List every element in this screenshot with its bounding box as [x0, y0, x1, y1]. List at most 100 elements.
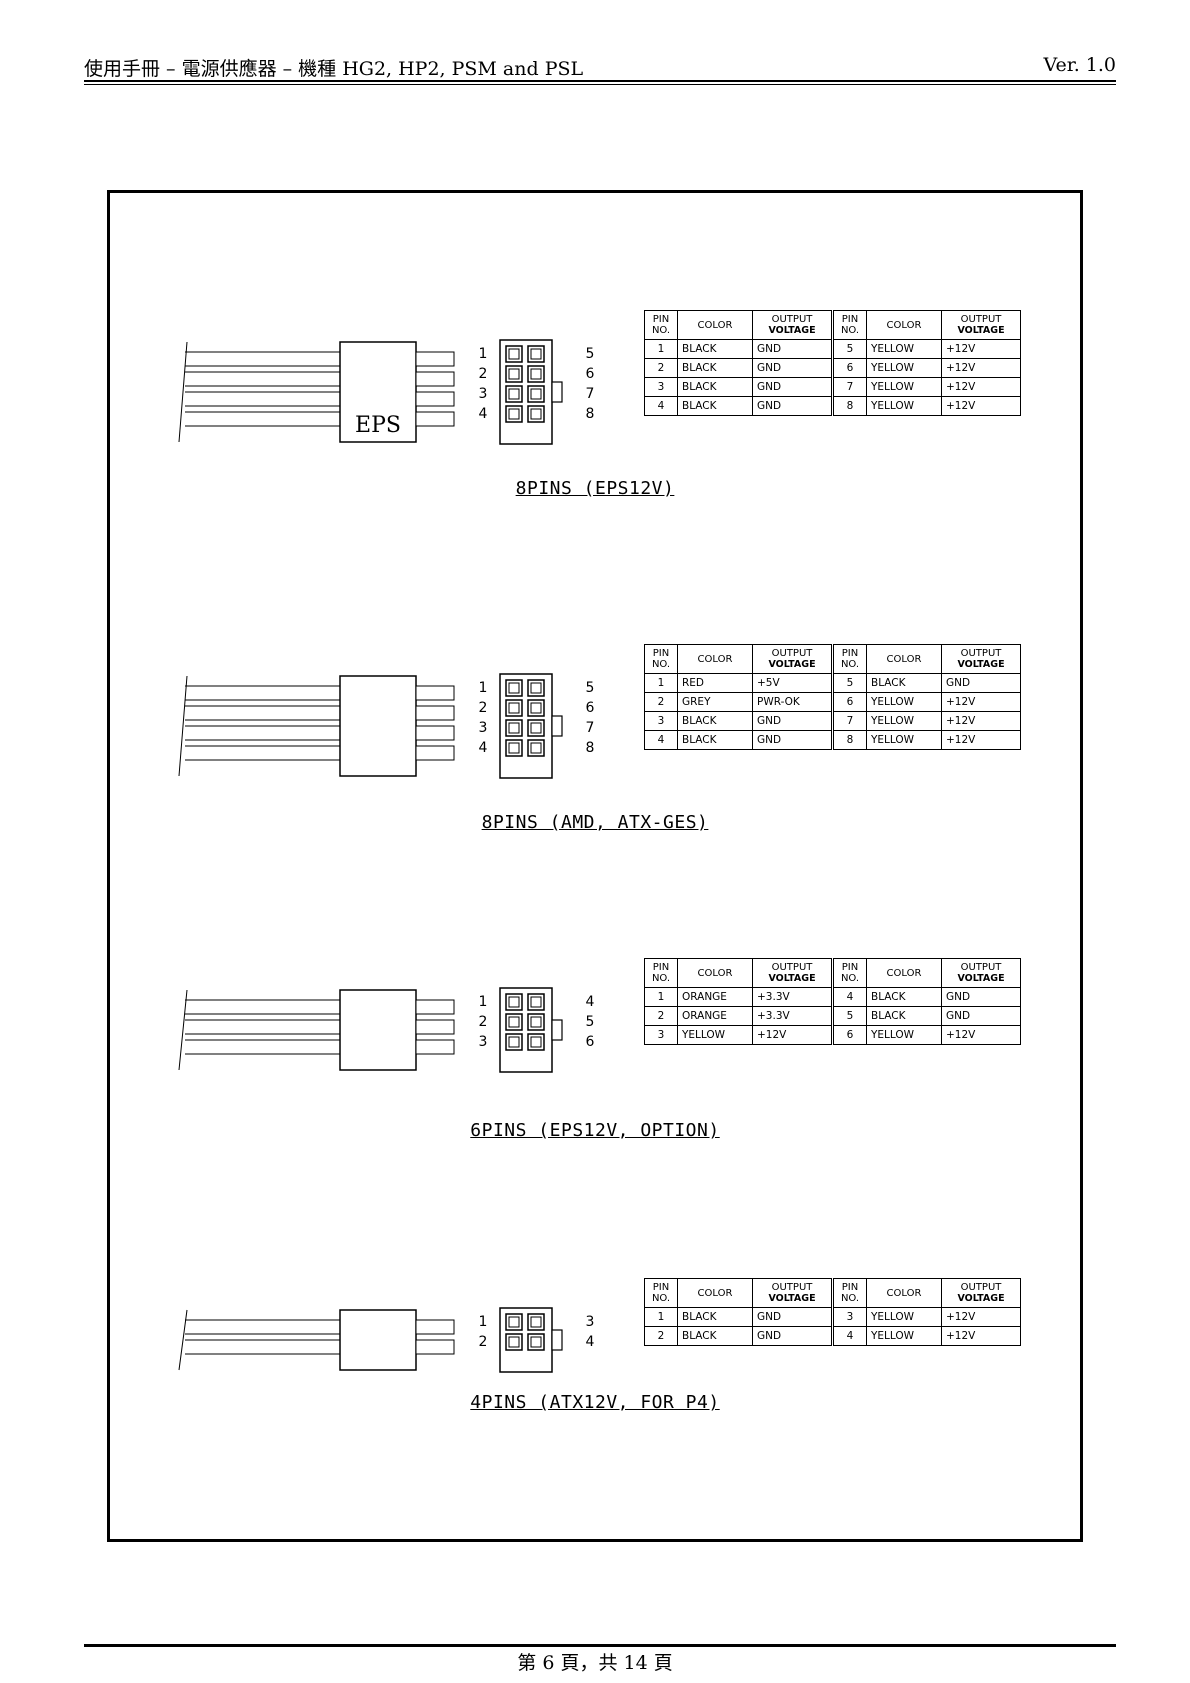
pin-terminal [415, 725, 455, 741]
pin-number-right: 8 [586, 740, 595, 756]
pin-cavity-inner [508, 996, 520, 1008]
pin-cavity-inner [530, 996, 542, 1008]
table-cell: YELLOW [866, 1326, 942, 1346]
table-cell: BLACK [677, 730, 753, 750]
table-cell: +3.3V [752, 987, 833, 1007]
table-cell: PWR-OK [752, 692, 833, 712]
table-cell: ORANGE [677, 1006, 753, 1026]
table-cell: YELLOW [866, 1025, 942, 1045]
pin-terminal [415, 351, 455, 367]
table-cell: BLACK [677, 358, 753, 378]
table-cell: BLACK [677, 1307, 753, 1327]
table-cell: +12V [941, 377, 1021, 397]
table-cell: BLACK [866, 673, 942, 693]
table-cell: +12V [941, 396, 1021, 416]
pin-terminal [415, 411, 455, 427]
table-cell: 6 [831, 692, 867, 712]
table-cell: +12V [941, 1326, 1021, 1346]
table-cell: 4 [644, 730, 678, 750]
table-cell: GND [752, 358, 833, 378]
page-footer: 第 6 頁，共 14 頁 [517, 1652, 673, 1674]
pin-cavity-inner [530, 742, 542, 754]
pin-terminal [415, 1319, 455, 1335]
connector-housing [339, 1309, 417, 1371]
pin-cavity-inner [508, 1036, 520, 1048]
cable-cut-mark [178, 341, 188, 443]
table-cell: GND [941, 673, 1021, 693]
pin-number-left: 1 [479, 1314, 488, 1330]
table-cell: GND [752, 711, 833, 731]
table-cell: 3 [644, 377, 678, 397]
table-cell: ORANGE [677, 987, 753, 1007]
table-cell: GND [752, 339, 833, 359]
table-cell: 8 [831, 730, 867, 750]
connector-housing [339, 989, 417, 1071]
pin-cavity-inner [530, 1036, 542, 1048]
pin-number-right: 4 [586, 1334, 595, 1350]
table-cell: +12V [752, 1025, 833, 1045]
pin-terminal [415, 1019, 455, 1035]
pin-cavity-inner [508, 1016, 520, 1028]
table-cell: 2 [644, 358, 678, 378]
pin-number-left: 4 [479, 740, 488, 756]
caption-text: 8PINS (EPS12V) [515, 478, 675, 499]
pin-number-right: 5 [586, 680, 595, 696]
cable-cut-mark [178, 675, 188, 777]
table-cell: YELLOW [866, 692, 942, 712]
table-cell: RED [677, 673, 753, 693]
pin-number-left: 3 [479, 720, 488, 736]
column-header: COLOR [866, 958, 942, 988]
pin-terminal [415, 685, 455, 701]
table-cell: 4 [831, 1326, 867, 1346]
table-cell: GND [941, 1006, 1021, 1026]
table-cell: 2 [644, 692, 678, 712]
table-cell: +12V [941, 711, 1021, 731]
table-cell: +12V [941, 1307, 1021, 1327]
caption-text: 8PINS (AMD, ATX-GES) [481, 812, 709, 833]
pin-cavity-inner [530, 348, 542, 360]
content-frame [107, 190, 1083, 1542]
pin-terminal [415, 745, 455, 761]
table-cell: GND [752, 396, 833, 416]
pin-number-left: 1 [479, 994, 488, 1010]
column-header: COLOR [866, 644, 942, 674]
table-cell: +12V [941, 339, 1021, 359]
pin-number-left: 2 [479, 366, 488, 382]
pin-number-right: 3 [586, 1314, 595, 1330]
table-cell: 2 [644, 1006, 678, 1026]
table-cell: GND [752, 1326, 833, 1346]
pin-cavity-inner [530, 368, 542, 380]
column-header: COLOR [677, 1278, 753, 1308]
table-cell: BLACK [677, 711, 753, 731]
table-cell: +12V [941, 692, 1021, 712]
column-header: COLOR [677, 958, 753, 988]
pin-cavity-inner [530, 1336, 542, 1348]
table-cell: BLACK [677, 396, 753, 416]
table-cell: YELLOW [866, 1307, 942, 1327]
table-cell: BLACK [677, 339, 753, 359]
pin-number-right: 5 [586, 346, 595, 362]
pin-cavity-inner [530, 722, 542, 734]
table-cell: +3.3V [752, 1006, 833, 1026]
pin-cavity-inner [508, 368, 520, 380]
pin-cavity-inner [508, 348, 520, 360]
table-cell: 5 [831, 339, 867, 359]
pin-number-right: 6 [586, 700, 595, 716]
pin-number-right: 4 [586, 994, 595, 1010]
table-cell: 6 [831, 358, 867, 378]
table-cell: 5 [831, 1006, 867, 1026]
latch [551, 1019, 563, 1041]
